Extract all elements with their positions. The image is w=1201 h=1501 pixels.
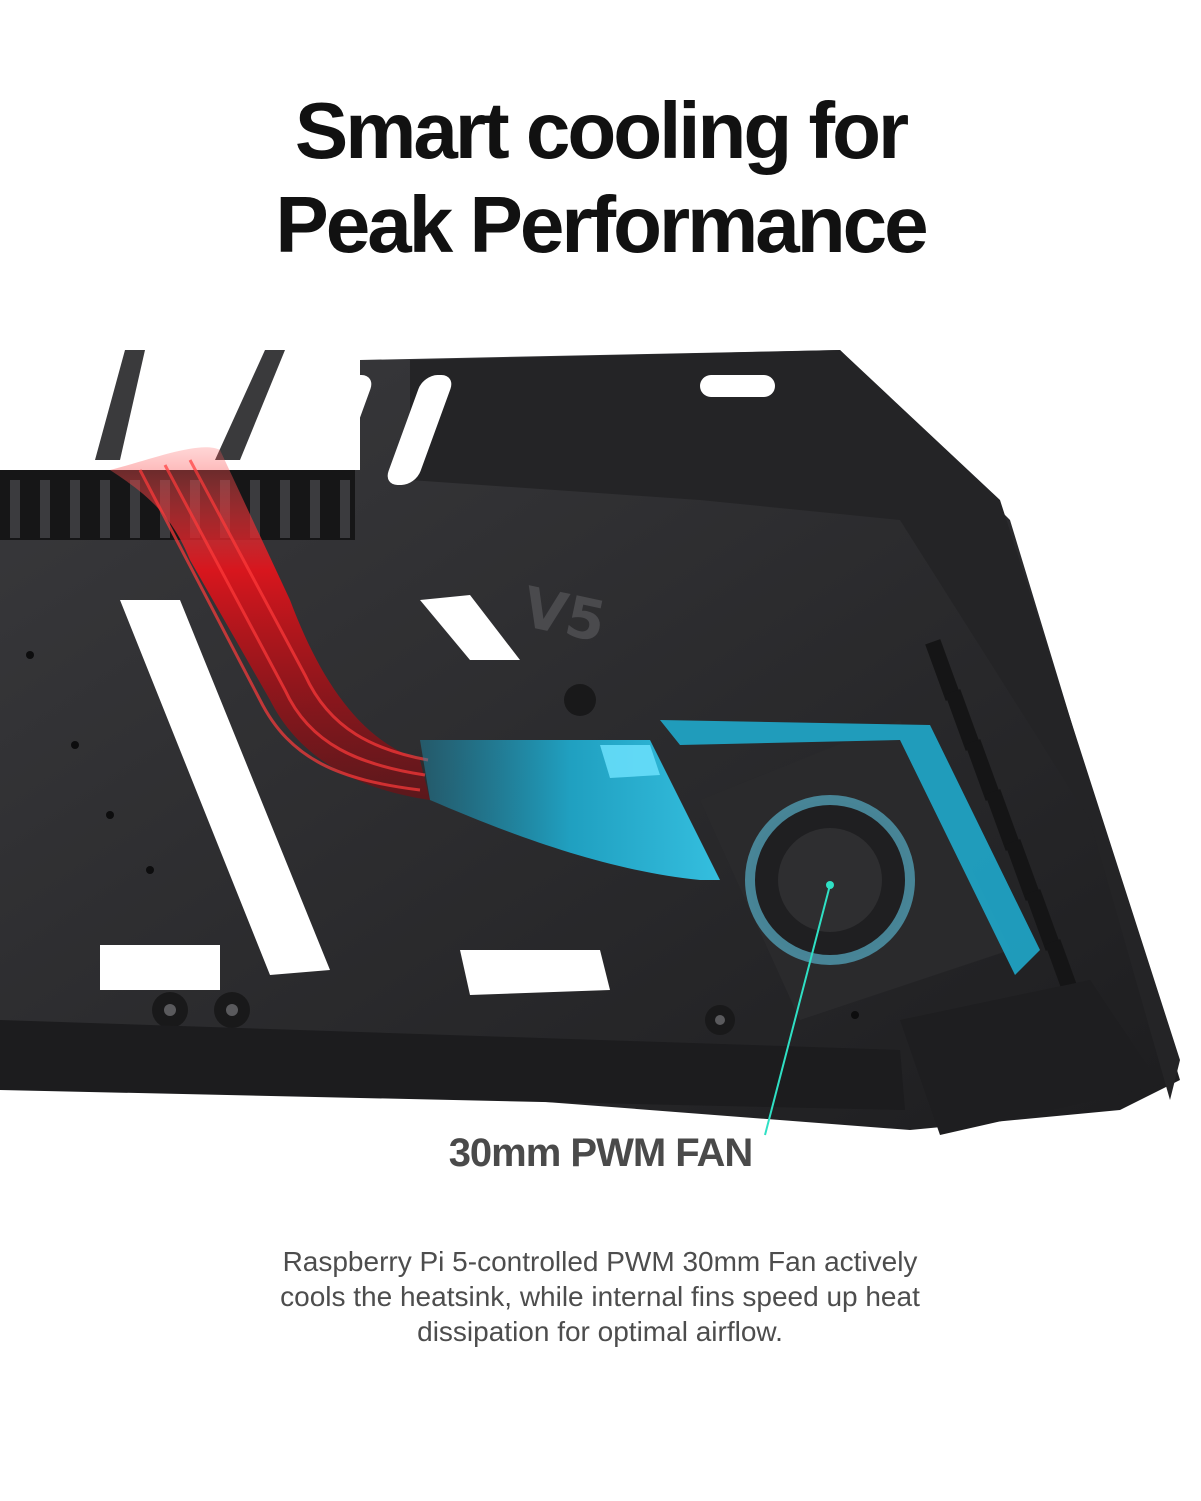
description-line-3: dissipation for optimal airflow. (417, 1316, 783, 1347)
feature-description: Raspberry Pi 5-controlled PWM 30mm Fan a… (200, 1244, 1000, 1349)
fan-icon (700, 720, 1010, 1020)
callout-leader-line (764, 884, 831, 1136)
description-line-1: Raspberry Pi 5-controlled PWM 30mm Fan a… (282, 1246, 918, 1277)
heat-pipe-icon (110, 447, 1040, 975)
fan-callout-label: 30mm PWM FAN (448, 1131, 754, 1175)
page-title: Smart cooling for Peak Performance (0, 84, 1201, 272)
description-line-2: cools the heatsink, while internal fins … (280, 1281, 920, 1312)
title-line-2: Peak Performance (275, 180, 928, 269)
title-line-1: Smart cooling for (294, 86, 909, 175)
case-illustration: V5 (0, 350, 1180, 1136)
